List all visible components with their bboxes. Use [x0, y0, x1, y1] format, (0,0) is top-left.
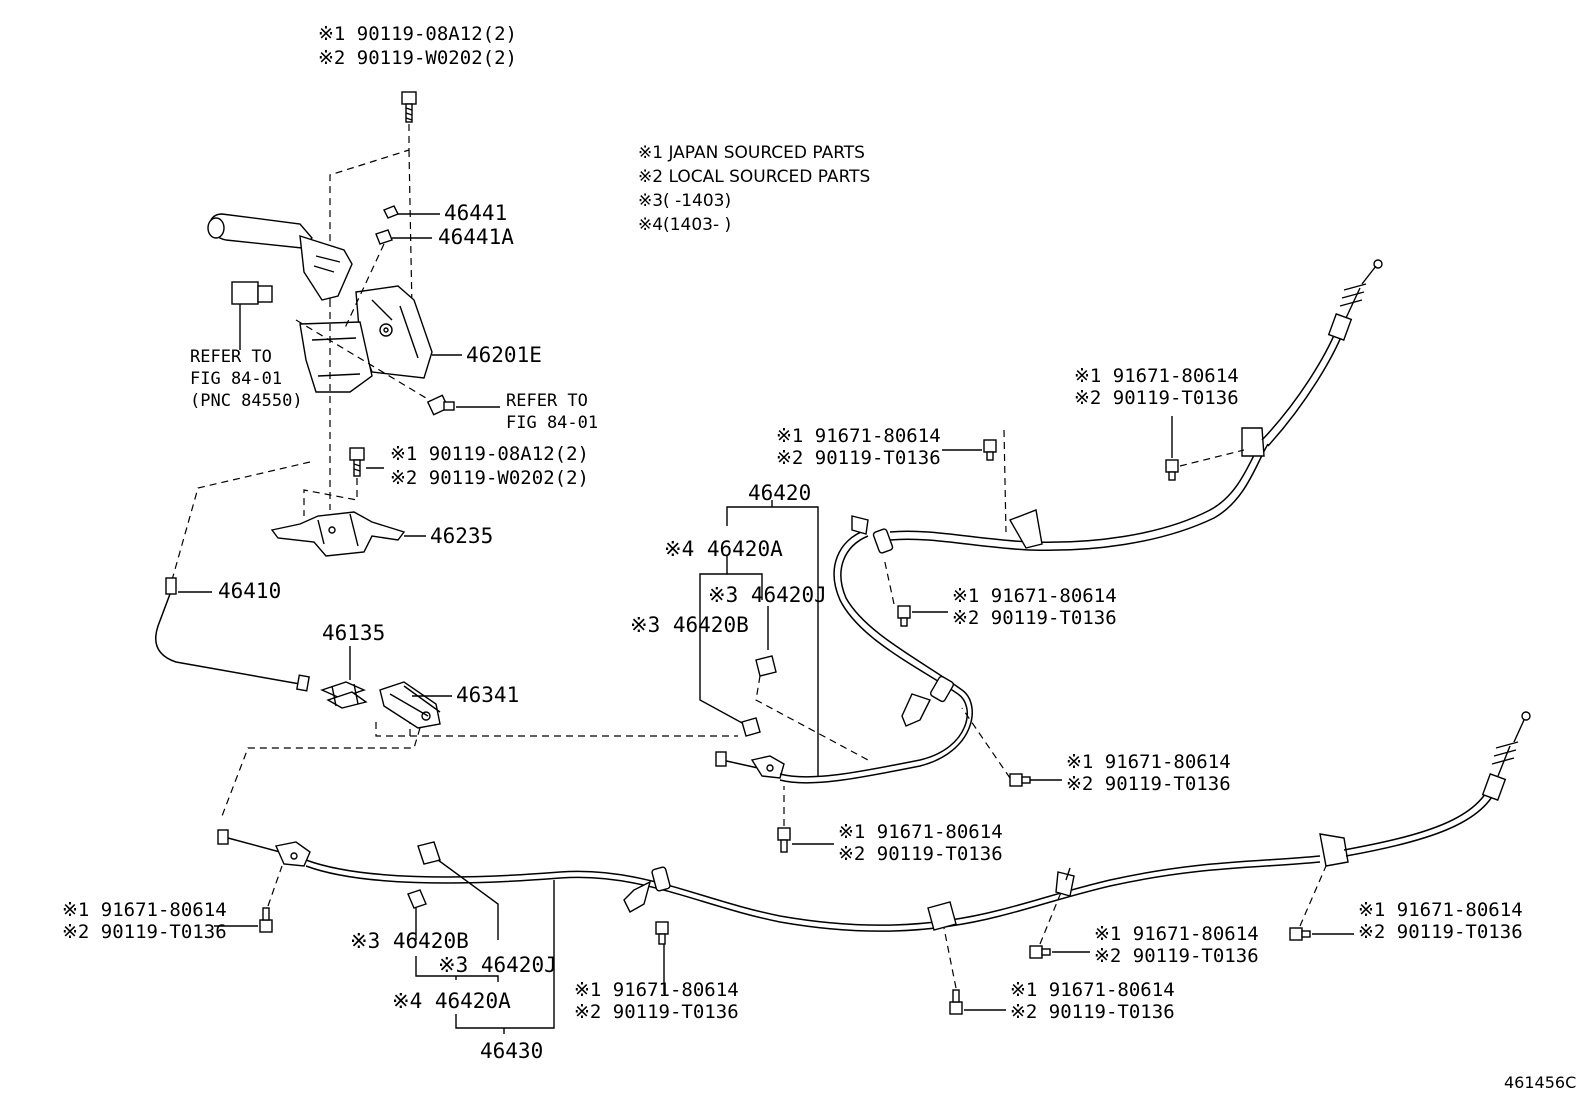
- top-bolt-label-1: ※1 90119-08A12(2): [318, 23, 517, 45]
- equalizer-icon: [320, 681, 368, 709]
- part-46430: 46430: [480, 1039, 543, 1063]
- bolt-icon: [1165, 459, 1179, 481]
- clip-icon: [407, 889, 427, 909]
- equalizer-group: 46135 46341: [221, 621, 738, 817]
- part-46420J-left: ※3 46420J: [438, 953, 557, 977]
- bracket-icon: [270, 511, 406, 557]
- part-46420A-left: ※4 46420A: [392, 989, 511, 1013]
- bolt-pair-1-line2: ※2 90119-T0136: [1074, 387, 1239, 409]
- bolt-pair-5-line1: ※1 91671-80614: [838, 821, 1003, 843]
- bolt-icon: [1009, 773, 1031, 787]
- bolt-icon: [259, 907, 273, 933]
- part-46341: 46341: [456, 683, 519, 707]
- equalizer-yoke-icon: [379, 681, 441, 729]
- parking-lever-assembly: 46201E 46441 46441A REFER TO FIG 84-01 (…: [190, 201, 598, 433]
- bolt-icon: [777, 827, 791, 853]
- bolt-icon: [1289, 927, 1311, 941]
- part-46235: 46235: [430, 524, 493, 548]
- front-cable-46410: 46410: [155, 461, 311, 692]
- legend: ※1 JAPAN SOURCED PARTS ※2 LOCAL SOURCED …: [638, 143, 870, 235]
- lever-icon: [207, 213, 433, 393]
- mid-bolt-group: ※1 90119-08A12(2) ※2 90119-W0202(2): [303, 300, 589, 516]
- part-46410: 46410: [218, 579, 281, 603]
- clip-icon: [383, 205, 399, 219]
- ref-left-line2: FIG 84-01: [190, 369, 282, 389]
- bracket-46235: 46235: [270, 511, 493, 557]
- bolt-pair-2-line2: ※2 90119-T0136: [776, 447, 941, 469]
- bolt-pair-6-line2: ※2 90119-T0136: [62, 921, 227, 943]
- bolt-pair-3-line1: ※1 91671-80614: [952, 585, 1117, 607]
- bolt-pair-10-line1: ※1 91671-80614: [1358, 899, 1523, 921]
- bolt-pair-9-line1: ※1 91671-80614: [1094, 923, 1259, 945]
- clip-icon: [417, 841, 441, 865]
- bolt-pair-4-line1: ※1 91671-80614: [1066, 751, 1231, 773]
- clip-icon: [755, 655, 777, 677]
- part-46420: 46420: [748, 481, 811, 505]
- part-46420B-left: ※3 46420B: [350, 929, 469, 953]
- cable-icon: [715, 259, 1383, 784]
- part-46441: 46441: [444, 201, 507, 225]
- bolt-icon: [401, 91, 417, 123]
- bolt-icon: [1029, 945, 1051, 959]
- clip-icon: [375, 229, 393, 245]
- bolt-icon: [949, 989, 963, 1015]
- bolt-pair-7-line1: ※1 91671-80614: [574, 979, 739, 1001]
- part-46135: 46135: [322, 621, 385, 645]
- rear-cable-right-46420: 46420 ※4 46420A ※3 46420J ※3 46420B: [630, 259, 1383, 853]
- bolt-pair-9-line2: ※2 90119-T0136: [1094, 945, 1259, 967]
- bolt-pair-8-line1: ※1 91671-80614: [1010, 979, 1175, 1001]
- bolt-pair-5-line2: ※2 90119-T0136: [838, 843, 1003, 865]
- legend-after-1403: ※4(1403- ): [638, 215, 731, 235]
- legend-local: ※2 LOCAL SOURCED PARTS: [638, 167, 870, 187]
- switch-icon: [231, 281, 273, 330]
- bolt-icon: [897, 605, 911, 627]
- part-46441A: 46441A: [438, 225, 514, 249]
- rear-cable-left-46430: ※3 46420B ※3 46420J ※4 46420A 46430: [214, 711, 1531, 1063]
- bolt-icon: [983, 439, 997, 461]
- bolt-pair-10-line2: ※2 90119-T0136: [1358, 921, 1523, 943]
- ref-right-line2: FIG 84-01: [506, 413, 598, 433]
- cable-icon: [155, 577, 310, 692]
- legend-before-1403: ※3( -1403): [638, 191, 731, 211]
- ref-left-line3: (PNC 84550): [190, 391, 303, 411]
- bolt-pair-2-line1: ※1 91671-80614: [776, 425, 941, 447]
- legend-japan: ※1 JAPAN SOURCED PARTS: [638, 143, 865, 163]
- bolt-icon: [349, 447, 365, 477]
- mid-bolt-label-1: ※1 90119-08A12(2): [390, 443, 589, 465]
- bolt-label-pairs: ※1 91671-80614 ※2 90119-T0136 ※1 91671-8…: [62, 365, 1523, 1023]
- bolt-pair-8-line2: ※2 90119-T0136: [1010, 1001, 1175, 1023]
- top-bolt-label-2: ※2 90119-W0202(2): [318, 47, 517, 69]
- bolt-icon: [426, 394, 455, 416]
- clip-icon: [741, 717, 761, 737]
- part-46201E: 46201E: [466, 343, 542, 367]
- part-46420B-right: ※3 46420B: [630, 613, 749, 637]
- bolt-pair-6-line1: ※1 91671-80614: [62, 899, 227, 921]
- cable-icon: [217, 711, 1531, 932]
- bolt-pair-4-line2: ※2 90119-T0136: [1066, 773, 1231, 795]
- bolt-pair-3-line2: ※2 90119-T0136: [952, 607, 1117, 629]
- top-bolt-group: ※1 90119-08A12(2) ※2 90119-W0202(2): [318, 23, 517, 311]
- figure-code: 461456C: [1504, 1073, 1576, 1092]
- mid-bolt-label-2: ※2 90119-W0202(2): [390, 467, 589, 489]
- part-46420A-right: ※4 46420A: [664, 537, 783, 561]
- bolt-icon: [655, 921, 669, 945]
- bolt-pair-1-line1: ※1 91671-80614: [1074, 365, 1239, 387]
- ref-right-line1: REFER TO: [506, 391, 588, 411]
- part-46420J-right: ※3 46420J: [708, 583, 827, 607]
- ref-left-line1: REFER TO: [190, 347, 272, 367]
- bolt-pair-7-line2: ※2 90119-T0136: [574, 1001, 739, 1023]
